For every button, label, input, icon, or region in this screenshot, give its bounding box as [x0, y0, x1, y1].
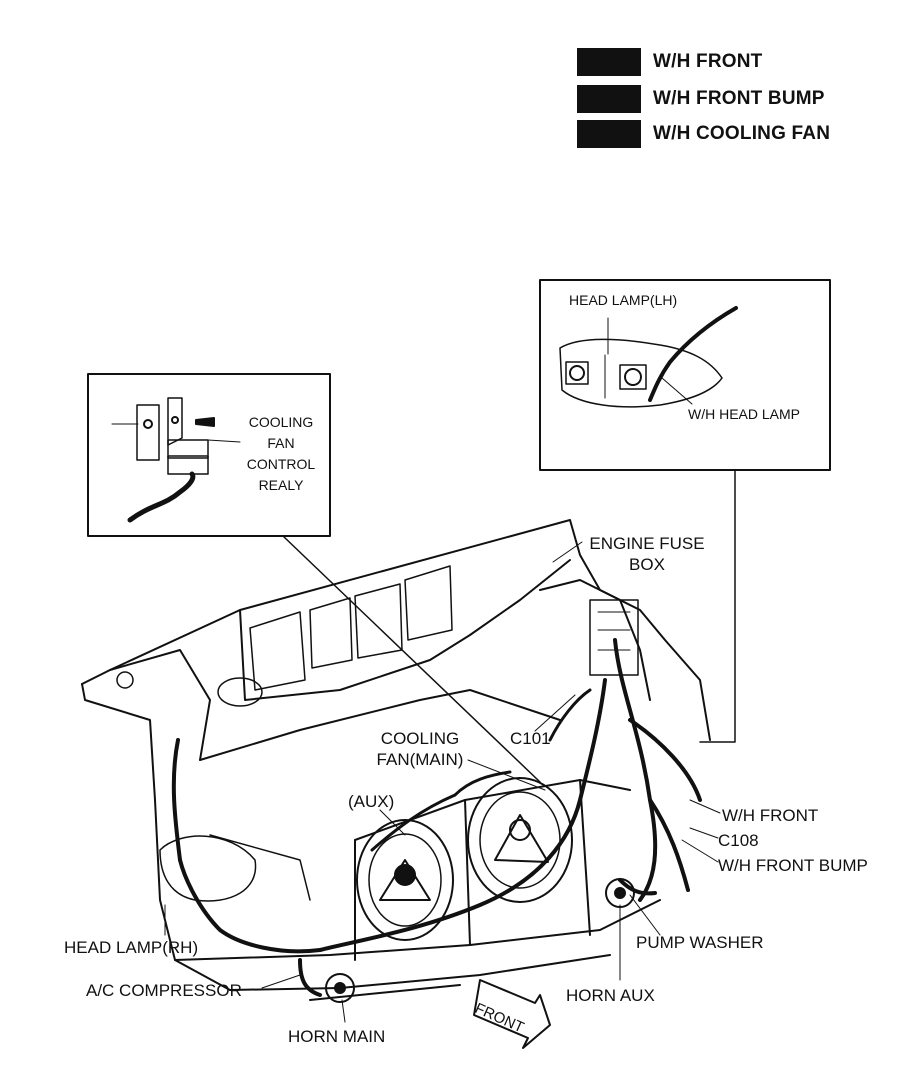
horn-main-part: [325, 973, 355, 1003]
c108-label: C108: [718, 831, 759, 850]
wiring-harness: [171, 638, 702, 997]
relay-inset-box: [87, 373, 331, 537]
cooling-fans: [356, 777, 573, 941]
aux-fan-label: (AUX): [348, 792, 395, 811]
relay-label: COOLING FAN CONTROL REALY: [236, 412, 326, 496]
wh-front-label: W/H FRONT: [722, 806, 819, 825]
engine-bay-body: [81, 519, 711, 1001]
headlamp-inset-box: [539, 279, 831, 471]
label-line: ENGINE FUSE: [589, 534, 705, 553]
relay-label-line: COOLING: [248, 414, 314, 430]
legend-swatch: [577, 120, 641, 148]
headlamp-leader-line: [699, 469, 736, 743]
relay-label-line: FAN: [267, 435, 295, 451]
legend-item-wh-front: W/H FRONT: [577, 48, 762, 76]
relay-leader-line: [282, 535, 541, 783]
horn-main-label: HORN MAIN: [288, 1027, 386, 1046]
legend-swatch: [577, 48, 641, 76]
legend-label: W/H FRONT: [653, 51, 763, 72]
wh-head-lamp-label: W/H HEAD LAMP: [688, 406, 801, 422]
label-line: COOLING: [380, 729, 460, 748]
front-arrow: [473, 979, 551, 1049]
label-line: FAN(MAIN): [376, 750, 464, 769]
legend-swatch: [577, 85, 641, 113]
head-lamp-rh-label: HEAD LAMP(RH): [64, 938, 199, 957]
relay-label-line: REALY: [258, 477, 304, 493]
relay-label-line: CONTROL: [246, 456, 316, 472]
legend-item-wh-cooling-fan: W/H COOLING FAN: [577, 120, 830, 148]
cooling-fan-main-label: COOLING FAN(MAIN): [365, 728, 475, 770]
legend-label: W/H COOLING FAN: [653, 123, 831, 144]
head-lamp-lh-illustration: [559, 306, 738, 408]
cooling-fan-relay-illustration: [111, 397, 241, 523]
legend-item-wh-front-bump: W/H FRONT BUMP: [577, 85, 825, 113]
label-line: BOX: [629, 555, 665, 574]
legend-label: W/H FRONT BUMP: [653, 88, 825, 109]
ac-compressor-label: A/C COMPRESSOR: [86, 981, 242, 1000]
pump-washer-label: PUMP WASHER: [636, 933, 764, 952]
head-lamp-lh-label: HEAD LAMP(LH): [569, 292, 678, 308]
wh-front-bump-label: W/H FRONT BUMP: [718, 856, 868, 875]
horn-aux-label: HORN AUX: [566, 986, 655, 1005]
c101-label: C101: [510, 729, 551, 748]
label-leader-lines: [164, 541, 721, 1023]
engine-fuse-box-label: ENGINE FUSE BOX: [580, 533, 714, 575]
